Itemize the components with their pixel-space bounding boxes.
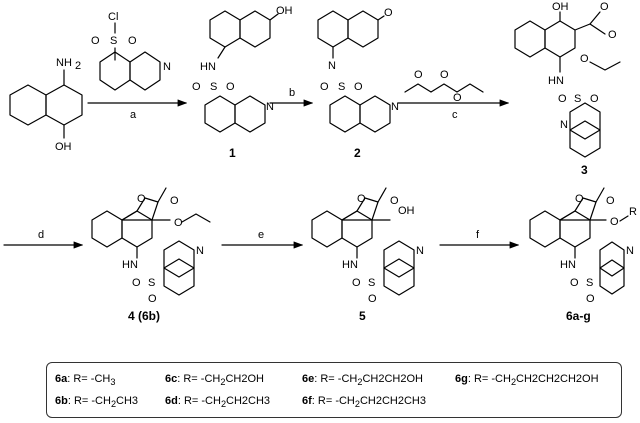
o-label: O [357,193,366,205]
reagent-ethyl-acetoacetate: O O O [404,69,484,104]
o-label: O [414,69,423,81]
o-label: O [608,29,617,41]
oh-label: OH [398,205,415,217]
reagent-label-e: e [258,229,264,241]
reagent-label-d: d [38,229,44,241]
n-label: N [266,101,274,113]
legend-item-6c: 6c: R= -CH2CH2OH [165,373,264,388]
n-label: N [416,245,424,257]
compound-4-structure: O O O HN S O O N [91,187,211,305]
o-label: O [192,81,201,93]
hn-label: HN [560,259,576,271]
legend-item-6g: 6g: R= -CH2CH2CH2CH2OH [455,373,599,388]
o-label: O [558,93,567,105]
o-label: O [148,293,157,305]
oh-label: OH [55,141,72,153]
o-label: O [132,277,141,289]
o-label: O [440,69,449,81]
hn-label: HN [200,61,216,73]
o-label: O [580,53,589,65]
o-label: O [137,193,146,205]
o-label: O [600,1,609,13]
n-label: N [391,101,399,113]
n-label: N [560,119,568,131]
o-label: O [390,195,399,207]
legend-item-6b: 6b: R= -CH2CH3 [55,395,139,410]
compound-3-structure: OH O O O HN S O O N [514,1,621,158]
o-label: O [226,81,235,93]
o-label: O [354,81,363,93]
o-label: O [570,277,579,289]
reagent-label-f: f [476,229,480,241]
o-label: O [384,7,393,19]
compound-6-structure: O O O R HN S O O N [529,187,637,305]
oh-label: OH [276,5,293,17]
reagent-label-c: c [452,109,458,121]
hn-label: HN [548,75,564,87]
compound-label-2: 2 [354,146,361,160]
compound-label-4: 4 (6b) [128,309,160,323]
o-label: O [352,277,361,289]
nh2-label: NH [56,57,72,69]
o-label: O [320,81,329,93]
o-label: O [575,193,584,205]
compound-2-structure: O N S O O N [317,7,399,133]
hn-label: HN [342,259,358,271]
o-label: O [453,92,462,104]
o-label: O [590,93,599,105]
legend-item-6e: 6e: R= -CH2CH2CH2OH [302,373,423,388]
n-label: N [196,245,204,257]
o-label: O [368,293,377,305]
starting-material-aminonaphthol: NH 2 OH [9,57,83,153]
s-label: S [586,277,593,289]
o-label: O [606,195,615,207]
n-label: N [163,61,171,73]
o-label: O [586,293,595,305]
hn-label: HN [122,259,138,271]
compound-5-structure: O O OH HN S O O N [311,187,424,305]
s-label: S [338,81,345,93]
reagent-label-a: a [130,109,137,121]
n-label: N [328,60,336,72]
reagent-label-b: b [289,87,295,99]
s-label: S [210,81,217,93]
r-label: R [629,206,637,218]
s-label: S [148,277,155,289]
compound-label-3: 3 [581,163,588,177]
cl-label: Cl [108,11,118,23]
s-label: S [574,93,581,105]
nh2-subscript: 2 [75,60,81,72]
oh-label: OH [552,1,569,13]
reagent-sulfonyl-chloride: Cl S O O N [91,11,171,91]
compound-1-structure: OH HN S O O N [192,5,293,133]
compound-label-6: 6a-g [566,309,591,323]
n-label: N [626,245,634,257]
compound-label-1: 1 [229,146,236,160]
s-label: S [368,277,375,289]
o-label: O [128,35,137,47]
legend-item-6f: 6f: R= -CH2CH2CH2CH3 [302,395,426,410]
substituent-legend: 6a: R= -CH3 6c: R= -CH2CH2OH 6e: R= -CH2… [46,362,622,418]
compound-label-5: 5 [359,309,366,323]
o-label: O [610,216,619,228]
legend-item-6a: 6a: R= -CH3 [55,373,116,388]
o-label: O [174,217,183,229]
o-label: O [91,35,100,47]
s-label: S [110,35,117,47]
legend-item-6d: 6d: R= -CH2CH2CH3 [165,395,271,410]
o-label: O [170,195,179,207]
